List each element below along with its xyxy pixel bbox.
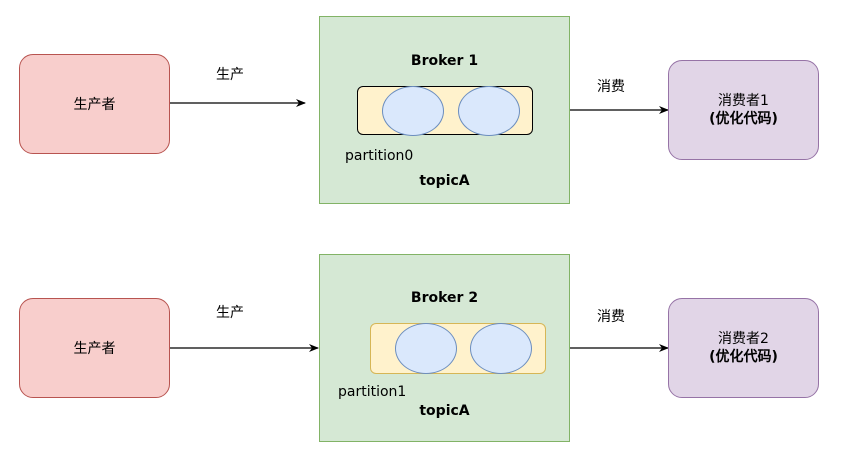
producer-node-2: 生产者: [19, 298, 170, 398]
consumer-node-2: 消费者2 (优化代码): [668, 298, 819, 398]
broker-title-2: Broker 2: [410, 290, 479, 306]
consumer-note-2: (优化代码): [709, 349, 778, 365]
broker-node-1: Broker 1 partition0 topicA: [319, 16, 570, 204]
message-ellipse-2a: [395, 323, 457, 374]
consume-label-2: 消费: [597, 309, 625, 325]
produce-label-1: 生产: [216, 67, 244, 83]
produce-label-2: 生产: [216, 305, 244, 321]
partition-label-2: partition1: [338, 384, 407, 400]
partition-label-1: partition0: [345, 148, 414, 164]
consumer-node-1: 消费者1 (优化代码): [668, 60, 819, 160]
message-ellipse-1a: [382, 86, 444, 136]
message-ellipse-2b: [470, 323, 532, 374]
broker-node-2: Broker 2 partition1 topicA: [319, 254, 570, 442]
producer-label-2: 生产者: [73, 341, 116, 357]
producer-label-1: 生产者: [73, 97, 116, 113]
topic-label-1: topicA: [419, 173, 470, 189]
message-ellipse-1b: [458, 86, 520, 136]
producer-node-1: 生产者: [19, 54, 170, 154]
consumer-label-2: 消费者2: [718, 331, 769, 347]
topic-label-2: topicA: [419, 403, 470, 419]
consumer-label-1: 消费者1: [718, 93, 769, 109]
consumer-note-1: (优化代码): [709, 111, 778, 127]
broker-title-1: Broker 1: [410, 53, 479, 69]
consume-label-1: 消费: [597, 79, 625, 95]
